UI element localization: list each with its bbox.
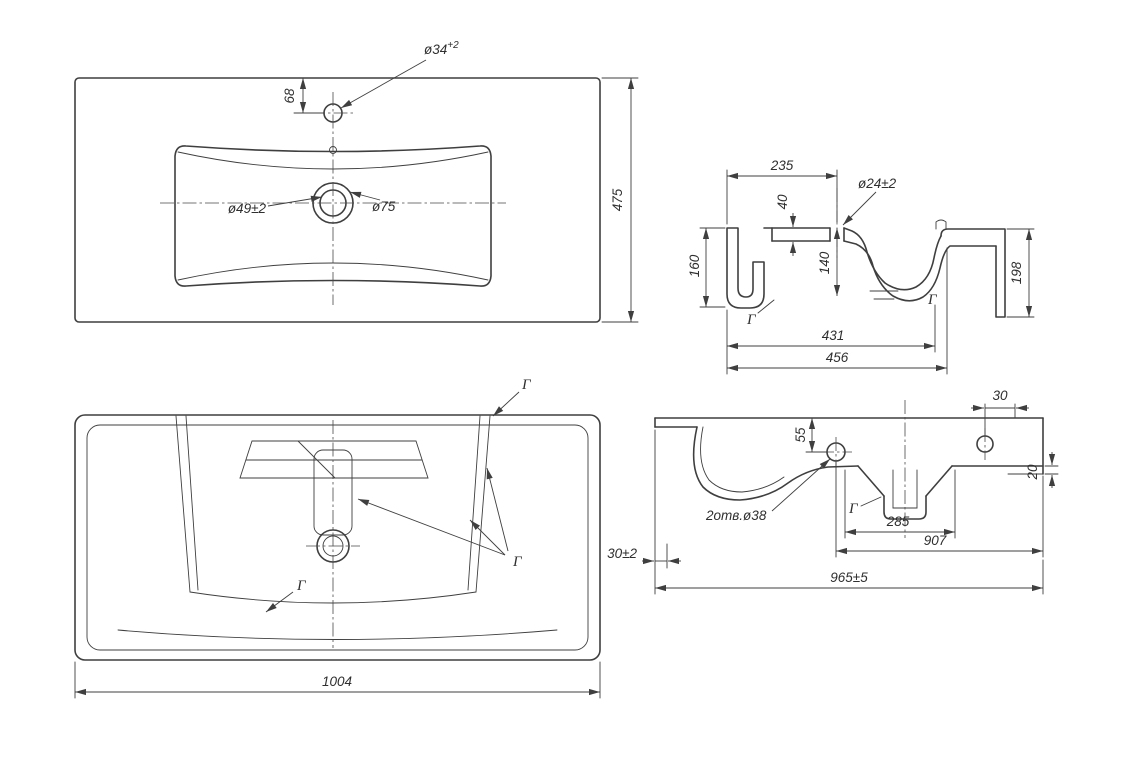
bowl-outer-wall [771,240,997,302]
underside-bottom-curve [117,629,558,640]
section-label-bottom: Г [296,578,307,594]
dim-label-431: 431 [822,328,845,343]
front-view: 30 55 20 2отв.ø38 285 90 [607,388,1059,595]
section-cut-labels-bottom: Г Г Г [265,377,532,613]
dim-label-faucet-offset: 68 [282,88,297,104]
underside-outline [74,414,601,661]
callout-drain-inner: ø49±2 [228,195,323,216]
dim-label-907: 907 [924,533,947,548]
dim-label-965: 965±5 [830,570,868,585]
section-cut-label-front: Г [848,496,882,517]
bowl-wall-projection [175,415,191,593]
plan-view: 68 ø34+2 ø49±2 ø75 475 [74,40,639,323]
dim-edge-drop: 20 [1025,452,1059,488]
dim-overall-width: 456 [727,247,948,375]
section-label-top: Г [521,377,532,393]
dim-back-to-hole: 235 [726,158,838,225]
dim-label-holes-note: 2отв.ø38 [705,508,767,523]
dim-label-456: 456 [826,350,849,365]
dim-label-30: 30 [992,388,1008,403]
dim-depth: 475 [601,77,639,323]
apron-profile [726,227,765,309]
section-label-mid: Г [512,554,523,570]
dim-label-140: 140 [817,251,832,274]
section-cut-labels: Г Г [746,292,938,328]
dim-label-faucet-dia: ø34+2 [424,40,459,57]
dim-overall-width-front: 965±5 [655,559,1044,595]
dim-label-55: 55 [793,427,808,443]
callout-faucet-dia: ø34+2 [340,40,459,109]
dim-label-40: 40 [775,194,790,210]
section-label-left: Г [746,312,757,328]
leader-line [842,191,877,226]
underside-inner-contour [86,424,589,651]
dim-hole-top-offset: 55 [793,418,828,453]
leader-line [357,498,506,556]
bowl-inner-wall [771,227,942,291]
dim-drain-boss-width: 285 [844,469,956,539]
boss-shoulder [925,465,953,497]
bowl-front-outline [692,426,859,501]
dim-label-drain-inner: ø49±2 [228,201,267,216]
leader-line [771,458,831,512]
leader-line [486,467,509,552]
countertop-outline [74,77,601,323]
basin-rim-outline [174,145,492,287]
section-label-right: Г [927,292,938,308]
dim-front-height: 198 [1006,228,1035,318]
dim-label-depth: 475 [610,188,625,211]
callout-hole-dia: ø24±2 [842,176,897,226]
dim-side-offset: 30±2 [607,429,681,595]
bowl-front-inner [700,426,785,493]
dim-inner-width: 431 [726,304,936,375]
callout-mounting-holes: 2отв.ø38 [705,458,831,523]
dim-deck-thickness: 40 [775,194,797,256]
dim-faucet-offset: 68 [282,78,325,114]
dim-label-160: 160 [687,254,702,277]
dim-hole-edge-offset: 30 [971,388,1029,437]
dim-label-20: 20 [1025,464,1040,481]
right-skirt-profile [940,228,1006,318]
leader-line [265,591,294,613]
rim-ridge [935,219,947,230]
bowl-wall-projection [467,415,481,591]
section-view: 235 40 ø24±2 140 160 198 [687,158,1035,375]
dim-label-hole-dia: ø24±2 [858,176,897,191]
bottom-view: Г Г Г 1004 [74,377,601,699]
cut-trace-line [297,440,336,479]
dim-back-height: 160 [687,227,726,308]
boss-shoulder [857,465,885,497]
leader-line [267,195,323,207]
dim-holes-span: 907 [835,461,1044,558]
leader-line [757,299,775,314]
dim-label-1004: 1004 [322,674,352,689]
leader-line [469,519,506,556]
dim-bowl-depth: 140 [817,228,841,296]
callout-drain-outer: ø75 [349,191,396,214]
leader-line [340,59,427,109]
dim-overall-width-bottom: 1004 [74,661,601,699]
dim-label-198: 198 [1009,261,1024,284]
dim-label-drain-outer: ø75 [372,199,396,214]
dim-label-30-2: 30±2 [607,546,637,561]
section-label-front: Г [848,501,859,517]
deck-projection [239,440,429,479]
bowl-wall-projection [185,415,199,591]
bowl-wall-projection [475,415,491,593]
dim-label-285: 285 [886,514,910,529]
dim-label-235: 235 [770,158,794,173]
leader-line [349,191,381,201]
leader-line [860,496,882,507]
leader-line [492,391,520,417]
